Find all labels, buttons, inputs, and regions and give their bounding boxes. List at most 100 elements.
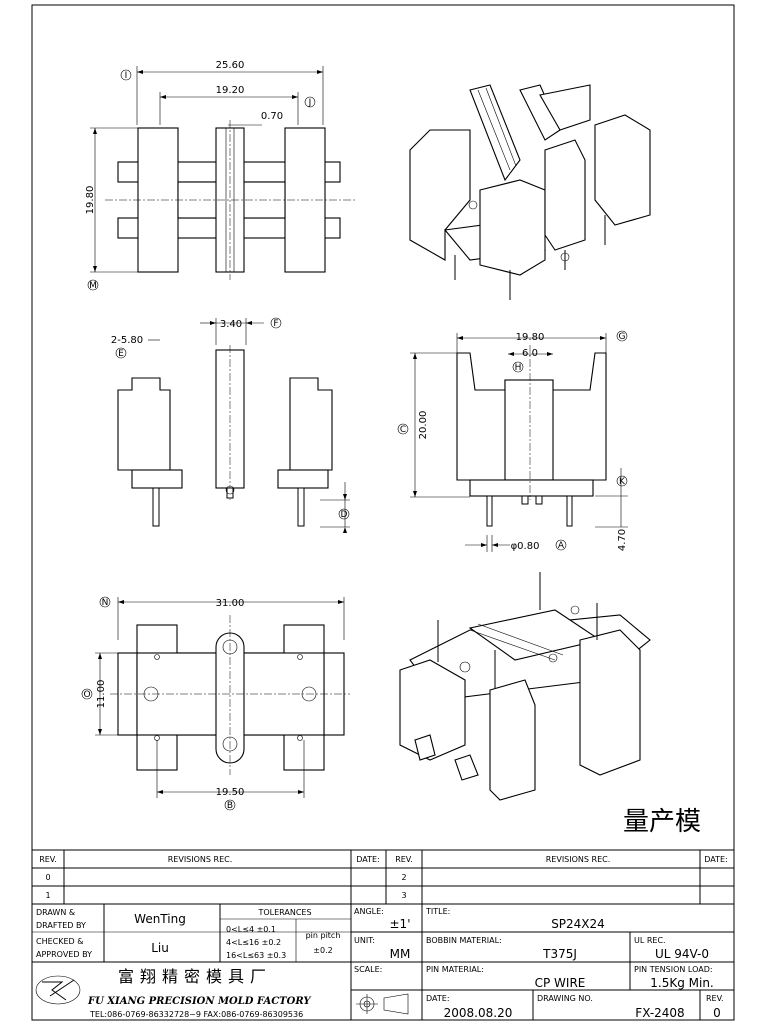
balloon-g — [616, 330, 628, 342]
rev-header-left: REV. — [39, 855, 57, 864]
date-label: DATE: — [426, 994, 450, 1003]
drawing-no-label: DRAWING NO. — [537, 994, 593, 1003]
dim-side-slot: 6.0 — [522, 348, 538, 359]
unit-value: MM — [390, 947, 411, 961]
revision-table: REV. REVISIONS REC. DATE: REV. REVISIONS… — [32, 849, 734, 905]
balloon-f — [270, 317, 282, 329]
rev-row-1: 1 — [45, 891, 50, 900]
balloon-c — [397, 423, 409, 435]
sheet-border — [31, 4, 735, 1021]
top-view: I 25.60 19.20 J 0.70 19.80 M — [85, 60, 355, 291]
dim-top-width: 25.60 — [216, 60, 245, 71]
balloon-m — [87, 279, 99, 291]
projection-symbol-icon — [356, 993, 409, 1015]
tolerances-label: TOLERANCES — [257, 908, 311, 917]
rev-value: 0 — [713, 1006, 721, 1020]
balloon-j-label: J — [308, 98, 312, 108]
bobbin-material-label: BOBBIN MATERIAL: — [426, 936, 502, 945]
balloon-i — [120, 69, 132, 81]
factory-name-en: FU XIANG PRECISION MOLD FACTORY — [87, 996, 311, 1007]
tolerance-3: 16<L≤63 ±0.3 — [226, 951, 286, 960]
checked-label-2: APPROVED BY — [36, 950, 92, 959]
dim-bottom-height: 11.00 — [96, 680, 107, 709]
angle-label: ANGLE: — [354, 907, 384, 916]
drawn-label-1: DRAWN & — [36, 908, 75, 917]
balloon-o-label: O — [83, 690, 90, 700]
rev-label: REV. — [706, 994, 724, 1003]
pin-pitch-tolerance: ±0.2 — [313, 946, 332, 955]
dim-side-width: 19.80 — [516, 332, 545, 343]
dim-top-slot: 0.70 — [261, 111, 283, 122]
ul-label: UL REC. — [634, 936, 666, 945]
factory-contact: TEL:086-0769-86332728~9 FAX:086-0769-863… — [89, 1010, 303, 1019]
bobbin-material-value: T375J — [542, 947, 577, 961]
mass-production-stamp: 量产模 — [623, 807, 701, 837]
factory-name-cn: 富翔精密模具厂 — [118, 967, 272, 986]
checked-label-1: CHECKED & — [36, 937, 83, 946]
balloon-a — [555, 539, 567, 551]
ul-value: UL 94V-0 — [655, 947, 709, 961]
balloon-h-label: H — [515, 363, 522, 373]
balloon-m-label: M — [89, 281, 97, 291]
rec-header-right: REVISIONS REC. — [546, 855, 611, 864]
pin-pitch-label: pin pitch — [306, 931, 341, 940]
date-header-left: DATE: — [356, 855, 380, 864]
balloon-o — [81, 688, 93, 700]
rec-header-left: REVISIONS REC. — [168, 855, 233, 864]
rev-row-0: 0 — [45, 873, 50, 882]
title-value: SP24X24 — [551, 917, 605, 931]
balloon-k-label: K — [619, 477, 626, 487]
balloon-f-label: F — [273, 319, 278, 329]
balloon-n-label: N — [102, 598, 109, 608]
tolerance-2: 4<L≤16 ±0.2 — [226, 938, 281, 947]
pin-tension-label: PIN TENSION LOAD: — [634, 965, 713, 974]
factory-logo-icon — [35, 975, 81, 1005]
balloon-e — [115, 347, 127, 359]
pin-material-value: CP WIRE — [535, 976, 586, 990]
angle-value: ±1' — [390, 917, 411, 931]
rev-row-2: 2 — [401, 873, 406, 882]
title-label: TITLE: — [425, 907, 450, 916]
drawn-label-2: DRAFTED BY — [36, 921, 86, 930]
balloon-i-label: I — [125, 71, 128, 81]
balloon-n — [99, 596, 111, 608]
dim-top-height: 19.80 — [85, 186, 96, 215]
balloon-b-label: B — [227, 801, 233, 811]
rev-header-right: REV. — [395, 855, 413, 864]
unit-label: UNIT: — [354, 936, 375, 945]
drawing-no-value: FX-2408 — [635, 1006, 684, 1020]
front-view: 3.40 F 2-5.80 E D — [111, 317, 350, 533]
date-value: 2008.08.20 — [444, 1006, 513, 1020]
drawn-by: WenTing — [134, 912, 186, 926]
bottom-view: 31.00 N 11.00 O 19.50 B — [81, 596, 350, 811]
balloon-k — [616, 475, 628, 487]
dim-bottom-width: 31.00 — [216, 598, 245, 609]
pin-tension-value: 1.5Kg Min. — [650, 976, 714, 990]
tolerance-1: 0<L≤4 ±0.1 — [226, 925, 276, 934]
dim-front-pitch: 3.40 — [220, 319, 242, 330]
balloon-b — [224, 799, 236, 811]
dim-pin-diameter: φ0.80 — [511, 541, 540, 552]
balloon-d-label: D — [341, 510, 348, 520]
balloon-c-label: C — [400, 425, 406, 435]
balloon-j — [304, 96, 316, 108]
scale-label: SCALE: — [354, 965, 382, 974]
side-view: 19.80 G 6.0 H 20.00 C K 4.70 φ0.80 — [397, 330, 628, 552]
balloon-g-label: G — [619, 332, 626, 342]
dim-top-inner: 19.20 — [216, 85, 245, 96]
dim-side-pin-length: 4.70 — [617, 529, 628, 551]
dim-side-height: 20.00 — [418, 411, 429, 440]
dim-bottom-pitch: 19.50 — [216, 787, 245, 798]
balloon-h — [512, 361, 524, 373]
pin-material-label: PIN MATERIAL: — [426, 965, 484, 974]
iso-view-top — [409, 84, 651, 300]
balloon-a-label: A — [558, 541, 565, 551]
title-block: DRAWN & DRAFTED BY WenTing CHECKED & APP… — [32, 904, 734, 1020]
iso-view-bottom — [399, 572, 651, 801]
dim-front-hole: 2-5.80 — [111, 335, 143, 346]
rev-row-3: 3 — [401, 891, 406, 900]
balloon-e-label: E — [118, 349, 124, 359]
checked-by: Liu — [151, 941, 169, 955]
date-header-right: DATE: — [704, 855, 728, 864]
